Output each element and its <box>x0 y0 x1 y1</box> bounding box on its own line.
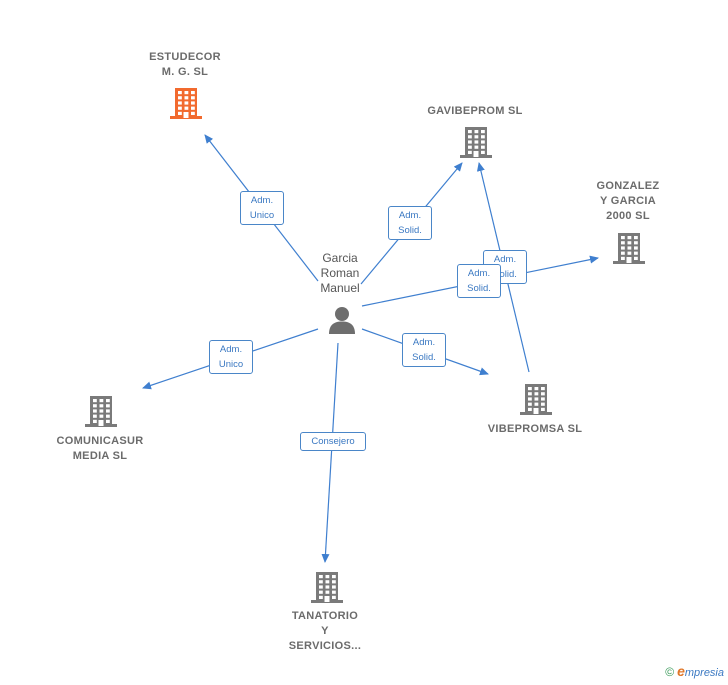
relation-label-estudecor[interactable]: Adm. Unico <box>240 191 284 225</box>
company-name-tanatorio[interactable]: TANATORIO Y SERVICIOS... <box>288 610 362 652</box>
building-icon-vibepromsa[interactable] <box>520 384 552 415</box>
building-icon-tanatorio[interactable] <box>311 572 343 603</box>
person-name[interactable]: Garcia Roman Manuel <box>320 251 360 295</box>
building-icon-estudecor[interactable] <box>170 88 202 119</box>
relation-label-comunicasur[interactable]: Adm. Unico <box>209 340 253 374</box>
copyright-symbol: © <box>665 665 675 679</box>
brand-name: mpresia <box>684 667 724 679</box>
building-icon-gonzalez[interactable] <box>613 233 645 264</box>
relation-label-gonzalez[interactable]: Adm. Solid. <box>457 264 501 298</box>
relation-label-vibepromsa[interactable]: Adm. Solid. <box>402 333 446 367</box>
building-icon-gavibeprom[interactable] <box>460 127 492 158</box>
edge-person-to-tanatorio <box>321 342 339 563</box>
relation-label-tanatorio[interactable]: Consejero <box>300 432 366 451</box>
building-icon-comunicasur[interactable] <box>85 396 117 427</box>
relation-label-gavibeprom[interactable]: Adm. Solid. <box>388 206 432 240</box>
company-name-gavibeprom[interactable]: GAVIBEPROM SL <box>427 105 523 117</box>
brand-initial: e <box>677 663 685 679</box>
company-name-vibepromsa[interactable]: VIBEPROMSA SL <box>487 423 583 435</box>
company-name-gonzalez[interactable]: GONZALEZ Y GARCIA 2000 SL <box>596 180 660 222</box>
company-name-comunicasur[interactable]: COMUNICASUR MEDIA SL <box>56 435 144 462</box>
company-name-estudecor[interactable]: ESTUDECOR M. G. SL <box>149 51 221 78</box>
brand-footer[interactable]: ©empresia <box>665 663 724 679</box>
person-icon[interactable] <box>329 307 355 334</box>
